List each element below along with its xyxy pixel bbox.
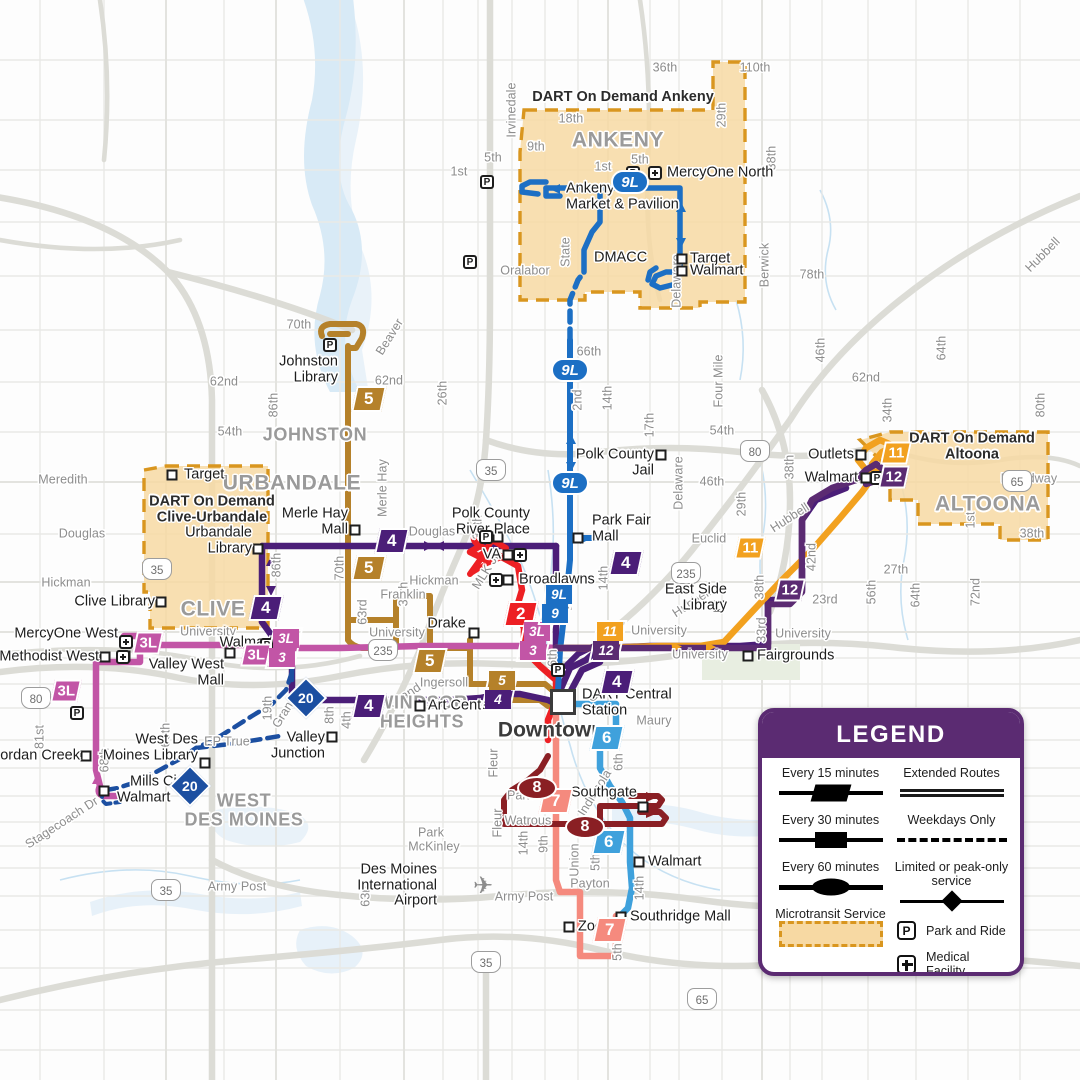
route-line-9l-ankeny-loop: [519, 179, 683, 291]
direction-arrows-9l-ankeny: [550, 184, 686, 248]
legend-column-left: Every 15 minutes Every 30 minutes Every …: [772, 766, 889, 972]
legend-swatch-freq15: [772, 784, 889, 802]
legend-column-right: Extended Routes Weekdays Only Limited or…: [893, 766, 1010, 976]
legend-item-freq60: Every 60 minutes: [772, 860, 889, 896]
legend-title: LEGEND: [836, 721, 946, 748]
direction-arrows-3: [92, 774, 102, 784]
direction-arrows-11: [671, 642, 716, 653]
legend-label-park-and-ride: Park and Ride: [926, 923, 1006, 938]
legend-swatch-limited: [893, 890, 1010, 912]
legend-panel: LEGEND Every 15 minutes Every 30 minutes…: [758, 708, 1024, 976]
direction-arrows-8: [646, 792, 658, 818]
medical-facility-icon: [897, 954, 916, 972]
legend-swatch-freq30: [772, 831, 889, 849]
direction-arrows-4: [266, 541, 559, 610]
legend-label-extended: Extended Routes: [903, 766, 1000, 780]
legend-label-microtransit: Microtransit Service: [775, 907, 886, 922]
legend-item-limited: Limited or peak-only service: [893, 860, 1010, 912]
legend-label-freq30: Every 30 minutes: [781, 813, 880, 828]
direction-arrows-2: [476, 548, 486, 559]
route-line-9l-dashed: [567, 269, 587, 343]
park-and-ride-icon: P: [897, 921, 916, 941]
route-line-8: [501, 753, 669, 827]
legend-item-freq15: Every 15 minutes: [772, 766, 889, 802]
legend-item-medical-facility: Medical Facility: [897, 950, 1010, 976]
route-line-6: [562, 700, 636, 920]
legend-label-limited: Limited or peak-only service: [894, 860, 1009, 889]
legend-swatch-microtransit: [772, 921, 889, 948]
legend-label-freq60: Every 60 minutes: [781, 860, 880, 875]
route-line-20: [103, 669, 295, 793]
legend-item-freq30: Every 30 minutes: [772, 813, 889, 849]
microtransit-zone-clive-urbandale: [142, 464, 270, 630]
legend-item-extended: Extended Routes: [893, 766, 1010, 802]
route-line-3: [92, 641, 560, 800]
legend-item-microtransit: Microtransit Service: [772, 907, 889, 948]
route-line-7: [552, 708, 620, 960]
legend-header: LEGEND: [762, 712, 1020, 758]
legend-swatch-weekdays: [893, 831, 1010, 849]
legend-label-freq15: Every 15 minutes: [781, 766, 880, 780]
legend-item-park-and-ride: P Park and Ride: [897, 921, 1010, 941]
legend-swatch-extended: [893, 784, 1010, 802]
legend-label-weekdays: Weekdays Only: [907, 813, 996, 828]
legend-label-medical-facility: Medical Facility: [926, 950, 970, 976]
legend-item-weekdays: Weekdays Only: [893, 813, 1010, 849]
route-line-11: [552, 436, 898, 652]
legend-swatch-freq60: [772, 878, 889, 896]
